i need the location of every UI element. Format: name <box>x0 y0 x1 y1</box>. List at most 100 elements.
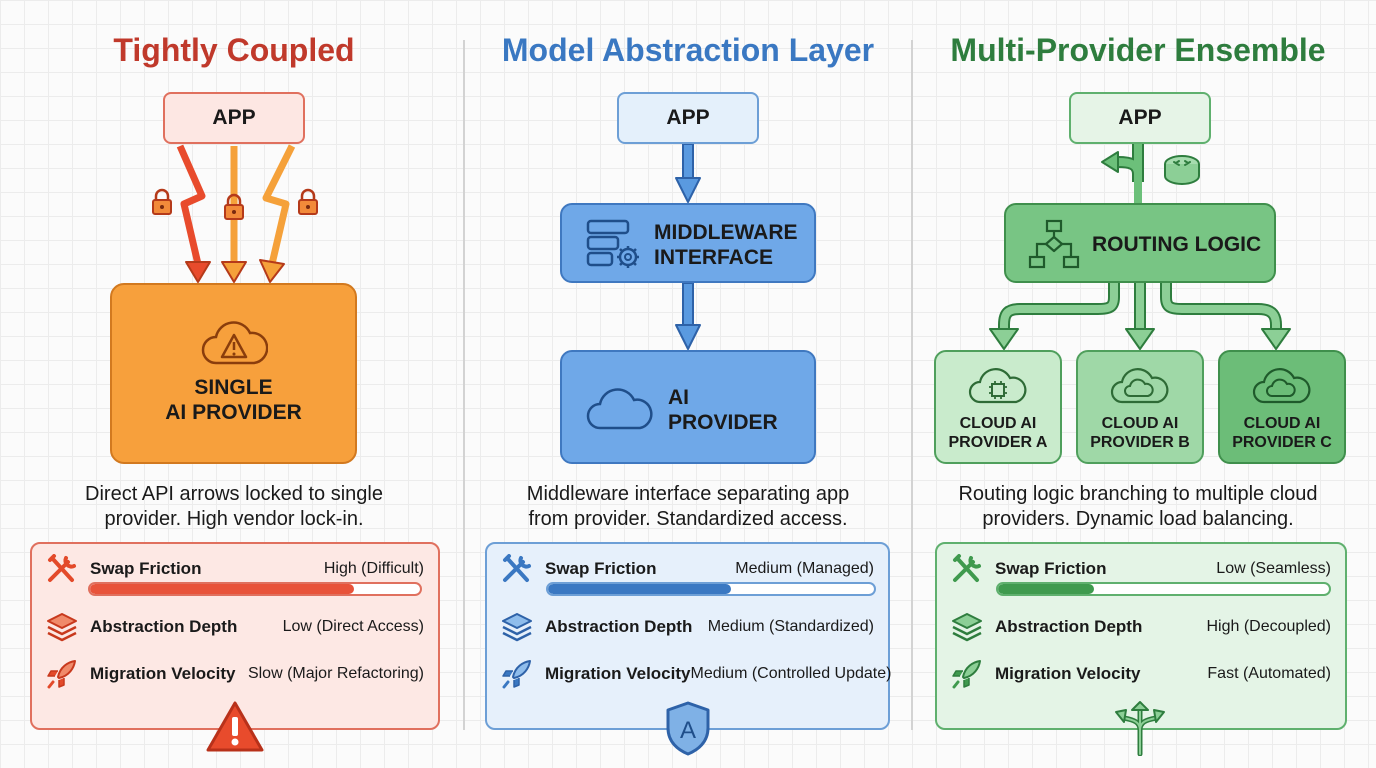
cloud-provider-box-a: CLOUD AI PROVIDER A <box>934 350 1062 464</box>
middleware-box: MIDDLEWARE INTERFACE <box>560 203 816 283</box>
layers-icon <box>47 613 77 642</box>
shield-letter: A <box>680 717 696 744</box>
metrics-panel: Swap Friction High (Difficult) Abstracti… <box>30 542 440 730</box>
swap-friction-bar <box>996 582 1331 596</box>
description-line: Direct API arrows locked to single <box>85 483 383 505</box>
cloud-warning-icon <box>201 321 268 365</box>
branch-arrow <box>1101 144 1144 204</box>
column-title: Tightly Coupled <box>113 32 355 68</box>
metric-value: High (Difficult) <box>323 560 424 577</box>
wrench-screwdriver-icon <box>503 554 531 582</box>
flowchart-icon <box>1028 219 1080 269</box>
server-gear-icon <box>586 219 639 268</box>
lock-icon <box>152 188 172 215</box>
metric-value: Low (Seamless) <box>1216 560 1331 577</box>
metric-row-swap-friction: Swap Friction Low (Seamless) <box>951 554 1331 584</box>
cloud-provider-box-c: CLOUD AI PROVIDER C <box>1218 350 1346 464</box>
metric-label: Swap Friction <box>90 559 202 578</box>
metric-value: High (Decoupled) <box>1206 618 1331 635</box>
metric-row-swap-friction: Swap Friction High (Difficult) <box>46 554 424 584</box>
locked-api-arrows <box>176 144 296 283</box>
description-line: Middleware interface separating app <box>526 483 850 505</box>
provider-label-line2: PROVIDER B <box>1090 434 1190 451</box>
down-arrow <box>675 283 701 350</box>
middleware-label-line2: INTERFACE <box>654 246 774 269</box>
shield-a-icon: A <box>666 701 710 756</box>
branching-arrows-icon <box>1115 701 1165 756</box>
wrench-screwdriver-icon <box>48 554 76 582</box>
swap-friction-bar-fill <box>998 584 1094 594</box>
description-line: from provider. Standardized access. <box>528 508 848 530</box>
layers-icon <box>502 613 532 642</box>
provider-label-line1: AI <box>668 386 689 409</box>
cloud-icon <box>1110 368 1169 404</box>
metric-value: Slow (Major Refactoring) <box>247 665 424 682</box>
provider-label-line2: PROVIDER C <box>1232 434 1332 451</box>
app-box: APP <box>1069 92 1211 144</box>
metric-row-swap-friction: Swap Friction Medium (Managed) <box>501 554 874 584</box>
metrics-panel: Swap Friction Medium (Managed) Abstracti… <box>485 542 891 730</box>
metric-row-abstraction-depth: Abstraction Depth Medium (Standardized) <box>501 612 874 642</box>
cloud-icon <box>586 388 653 430</box>
provider-label-line1: SINGLE <box>194 376 273 399</box>
metric-value: Medium (Standardized) <box>707 618 874 635</box>
metric-label: Migration Velocity <box>545 664 691 683</box>
metric-label: Migration Velocity <box>995 664 1141 683</box>
app-box: APP <box>617 92 759 144</box>
router-icon <box>1164 155 1200 185</box>
metric-row-migration-velocity: Migration Velocity Medium (Controlled Up… <box>501 659 891 689</box>
middleware-label-line1: MIDDLEWARE <box>654 221 798 244</box>
description-line: providers. Dynamic load balancing. <box>982 508 1294 530</box>
down-arrow <box>675 144 701 203</box>
metric-label: Swap Friction <box>545 559 657 578</box>
provider-label-line1: CLOUD AI <box>1243 415 1321 432</box>
column-divider <box>463 40 465 730</box>
app-box: APP <box>163 92 305 144</box>
lock-icon <box>224 193 244 220</box>
swap-friction-bar <box>546 582 876 596</box>
column-title: Model Abstraction Layer <box>501 32 875 68</box>
cloud-provider-box-b: CLOUD AI PROVIDER B <box>1076 350 1204 464</box>
metric-label: Migration Velocity <box>90 664 236 683</box>
column-divider <box>911 40 913 730</box>
ai-provider-box: AI PROVIDER <box>560 350 816 464</box>
provider-label-line2: PROVIDER <box>668 411 778 434</box>
single-provider-box: SINGLE AI PROVIDER <box>110 283 357 464</box>
routing-branch-arrows <box>989 283 1291 350</box>
metric-label: Abstraction Depth <box>995 617 1143 636</box>
provider-label-line2: PROVIDER A <box>948 434 1048 451</box>
metric-label: Abstraction Depth <box>90 617 238 636</box>
metric-label: Abstraction Depth <box>545 617 693 636</box>
metric-label: Swap Friction <box>995 559 1107 578</box>
metric-value: Medium (Controlled Update) <box>690 665 892 682</box>
provider-label-line1: CLOUD AI <box>959 415 1037 432</box>
provider-label-line1: CLOUD AI <box>1101 415 1179 432</box>
routing-logic-box: ROUTING LOGIC <box>1004 203 1276 283</box>
metric-value: Medium (Managed) <box>735 560 874 577</box>
column-title: Multi-Provider Ensemble <box>950 32 1326 68</box>
rocket-icon <box>952 660 981 689</box>
routing-label: ROUTING LOGIC <box>1092 233 1262 256</box>
swap-friction-bar-fill <box>90 584 354 594</box>
description-line: Routing logic branching to multiple clou… <box>958 483 1318 505</box>
swap-friction-bar <box>88 582 422 596</box>
metric-value: Low (Direct Access) <box>282 618 424 635</box>
rocket-icon <box>47 660 76 689</box>
metric-row-migration-velocity: Migration Velocity Fast (Automated) <box>951 659 1331 689</box>
column-description: Middleware interface separating app from… <box>488 482 888 532</box>
metric-row-migration-velocity: Migration Velocity Slow (Major Refactori… <box>46 659 424 689</box>
warning-icon <box>206 701 264 752</box>
column-description: Routing logic branching to multiple clou… <box>938 482 1338 532</box>
swap-friction-bar-fill <box>548 584 731 594</box>
layers-icon <box>952 613 982 642</box>
wrench-screwdriver-icon <box>953 554 981 582</box>
description-line: provider. High vendor lock-in. <box>104 508 364 530</box>
column-description: Direct API arrows locked to single provi… <box>34 482 434 532</box>
rocket-icon <box>502 660 531 689</box>
metric-row-abstraction-depth: Abstraction Depth Low (Direct Access) <box>46 612 424 642</box>
provider-label-line2: AI PROVIDER <box>165 401 302 424</box>
cloud-chip-icon <box>968 368 1027 404</box>
metric-row-abstraction-depth: Abstraction Depth High (Decoupled) <box>951 612 1331 642</box>
cloud-icon <box>1252 368 1311 404</box>
lock-icon <box>298 188 318 215</box>
